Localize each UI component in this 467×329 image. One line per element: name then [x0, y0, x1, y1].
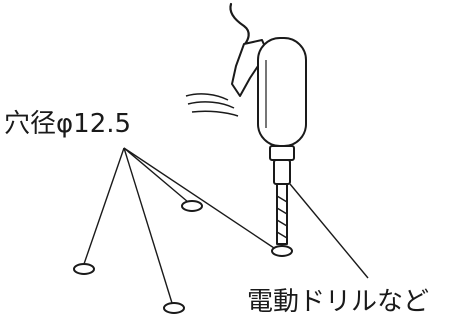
drilled-hole-icon	[73, 263, 95, 275]
drill-cord	[229, 2, 250, 46]
hole-diameter-label: 穴径φ12.5	[4, 109, 132, 139]
drilled-hole-icon	[163, 302, 185, 314]
drilled-hole-icon	[181, 200, 203, 212]
hole-leader-lines	[83, 147, 275, 304]
tool-leader-line	[289, 183, 369, 279]
drilled-hole-icon	[271, 245, 293, 257]
tool-label: 電動ドリルなど	[247, 287, 430, 317]
electric-drill-icon	[185, 37, 307, 245]
